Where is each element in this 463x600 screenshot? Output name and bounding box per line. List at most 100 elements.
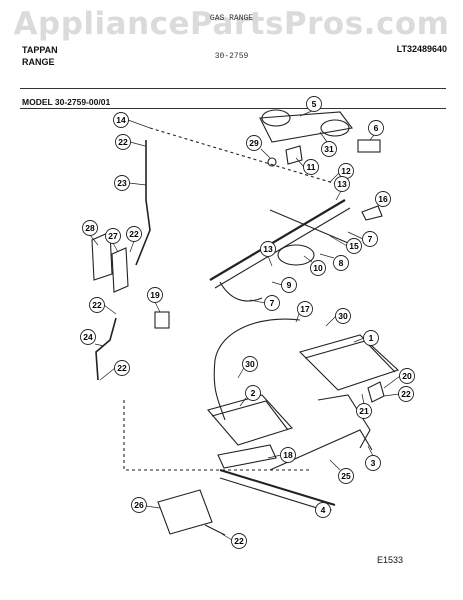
bracket-part [357, 139, 381, 153]
bracket-28 [91, 231, 113, 281]
svg-text:30: 30 [338, 311, 348, 321]
svg-text:2: 2 [251, 388, 256, 398]
callout-30a: 30 [325, 308, 351, 327]
orifice-ring [267, 157, 277, 167]
svg-text:23: 23 [117, 178, 127, 188]
svg-text:14: 14 [116, 115, 126, 125]
part-20 [367, 381, 385, 403]
svg-text:4: 4 [321, 505, 326, 515]
callout-2: 2 [239, 385, 261, 407]
svg-text:22: 22 [117, 363, 127, 373]
valve-26 [157, 489, 213, 535]
top-rule [20, 88, 446, 89]
svg-text:7: 7 [368, 234, 373, 244]
callout-9: 9 [271, 277, 297, 293]
svg-text:30: 30 [245, 359, 255, 369]
callout-16: 16 [375, 191, 391, 208]
callout-1: 1 [353, 330, 379, 346]
callout-6: 6 [368, 120, 384, 141]
valve-link [204, 524, 226, 536]
top-burner-right [320, 119, 350, 137]
top-title: GAS RANGE [209, 14, 254, 23]
callout-28: 28 [82, 220, 99, 246]
callout-13b: 13 [260, 241, 276, 267]
callout-26: 26 [131, 497, 161, 513]
burner-baffle-1 [298, 334, 400, 391]
bracket-27 [111, 247, 129, 293]
callout-31: 31 [319, 131, 337, 157]
burner-baffle-2 [207, 394, 293, 446]
parts-drawing [91, 109, 400, 536]
svg-text:22: 22 [118, 137, 128, 147]
brand-name: TAPPAN [22, 45, 58, 55]
figure-code: E1533 [377, 555, 404, 565]
top-burner-left [261, 109, 291, 127]
manifold-pipe [209, 199, 346, 281]
callout-29: 29 [246, 135, 271, 159]
burner-bracket [259, 111, 353, 143]
callout-20: 20 [383, 368, 415, 389]
svg-text:10: 10 [313, 263, 323, 273]
svg-text:22: 22 [92, 300, 102, 310]
callout-21: 21 [356, 393, 372, 419]
gas-line [269, 209, 361, 249]
tube-3 [317, 394, 371, 449]
svg-text:29: 29 [249, 138, 259, 148]
callout-18: 18 [267, 447, 296, 463]
svg-text:1: 1 [369, 333, 374, 343]
svg-text:15: 15 [349, 241, 359, 251]
tube-24 [95, 317, 117, 381]
callout-17: 17 [295, 301, 313, 323]
callout-8: 8 [319, 253, 349, 271]
baffle-2-inner [211, 400, 289, 431]
callout-14: 14 [113, 112, 151, 129]
callout-7b: 7 [249, 295, 280, 311]
callout-22b: 22 [126, 226, 142, 253]
callout-7a: 7 [347, 231, 378, 247]
wire-17 [213, 318, 301, 421]
svg-text:7: 7 [270, 298, 275, 308]
model-rule [20, 108, 446, 109]
svg-text:11: 11 [307, 162, 316, 172]
callout-15: 15 [329, 235, 362, 254]
burner-tube-23 [135, 140, 151, 266]
svg-text:22: 22 [234, 536, 244, 546]
svg-text:27: 27 [108, 231, 118, 241]
dash-line-3 [123, 400, 150, 471]
svg-text:21: 21 [359, 406, 369, 416]
callout-19: 19 [147, 287, 163, 313]
callout-24: 24 [80, 329, 105, 347]
svg-text:25: 25 [341, 471, 351, 481]
model-label: MODEL 30-2759-00/01 [22, 97, 111, 107]
svg-text:13: 13 [263, 244, 273, 254]
product-name: RANGE [22, 57, 55, 67]
svg-text:31: 31 [324, 144, 334, 154]
baffle-1-inner [304, 340, 396, 373]
callout-11: 11 [295, 157, 319, 175]
svg-text:22: 22 [401, 389, 411, 399]
burner-tube-4 [219, 469, 336, 506]
callout-22a: 22 [115, 134, 146, 150]
svg-text:3: 3 [371, 458, 376, 468]
wire-a [219, 281, 263, 302]
valve-part [361, 205, 383, 221]
callout-13a: 13 [334, 176, 350, 201]
svg-text:19: 19 [150, 290, 160, 300]
callout-3: 3 [365, 445, 381, 471]
top-subtitle: 30-2759 [214, 52, 249, 61]
svg-text:18: 18 [283, 450, 293, 460]
svg-text:28: 28 [85, 223, 95, 233]
svg-text:22: 22 [129, 229, 139, 239]
callout-5: 5 [299, 96, 322, 117]
svg-text:16: 16 [378, 194, 388, 204]
svg-text:24: 24 [83, 332, 93, 342]
watermark-text: AppliancePartsPros.com [13, 6, 450, 42]
svg-text:9: 9 [287, 280, 292, 290]
callout-22f: 22 [221, 533, 247, 549]
callout-30b: 30 [237, 356, 258, 379]
svg-text:6: 6 [374, 123, 379, 133]
small-bracket [285, 145, 303, 165]
callout-10: 10 [303, 255, 326, 276]
callout-22d: 22 [99, 360, 130, 381]
